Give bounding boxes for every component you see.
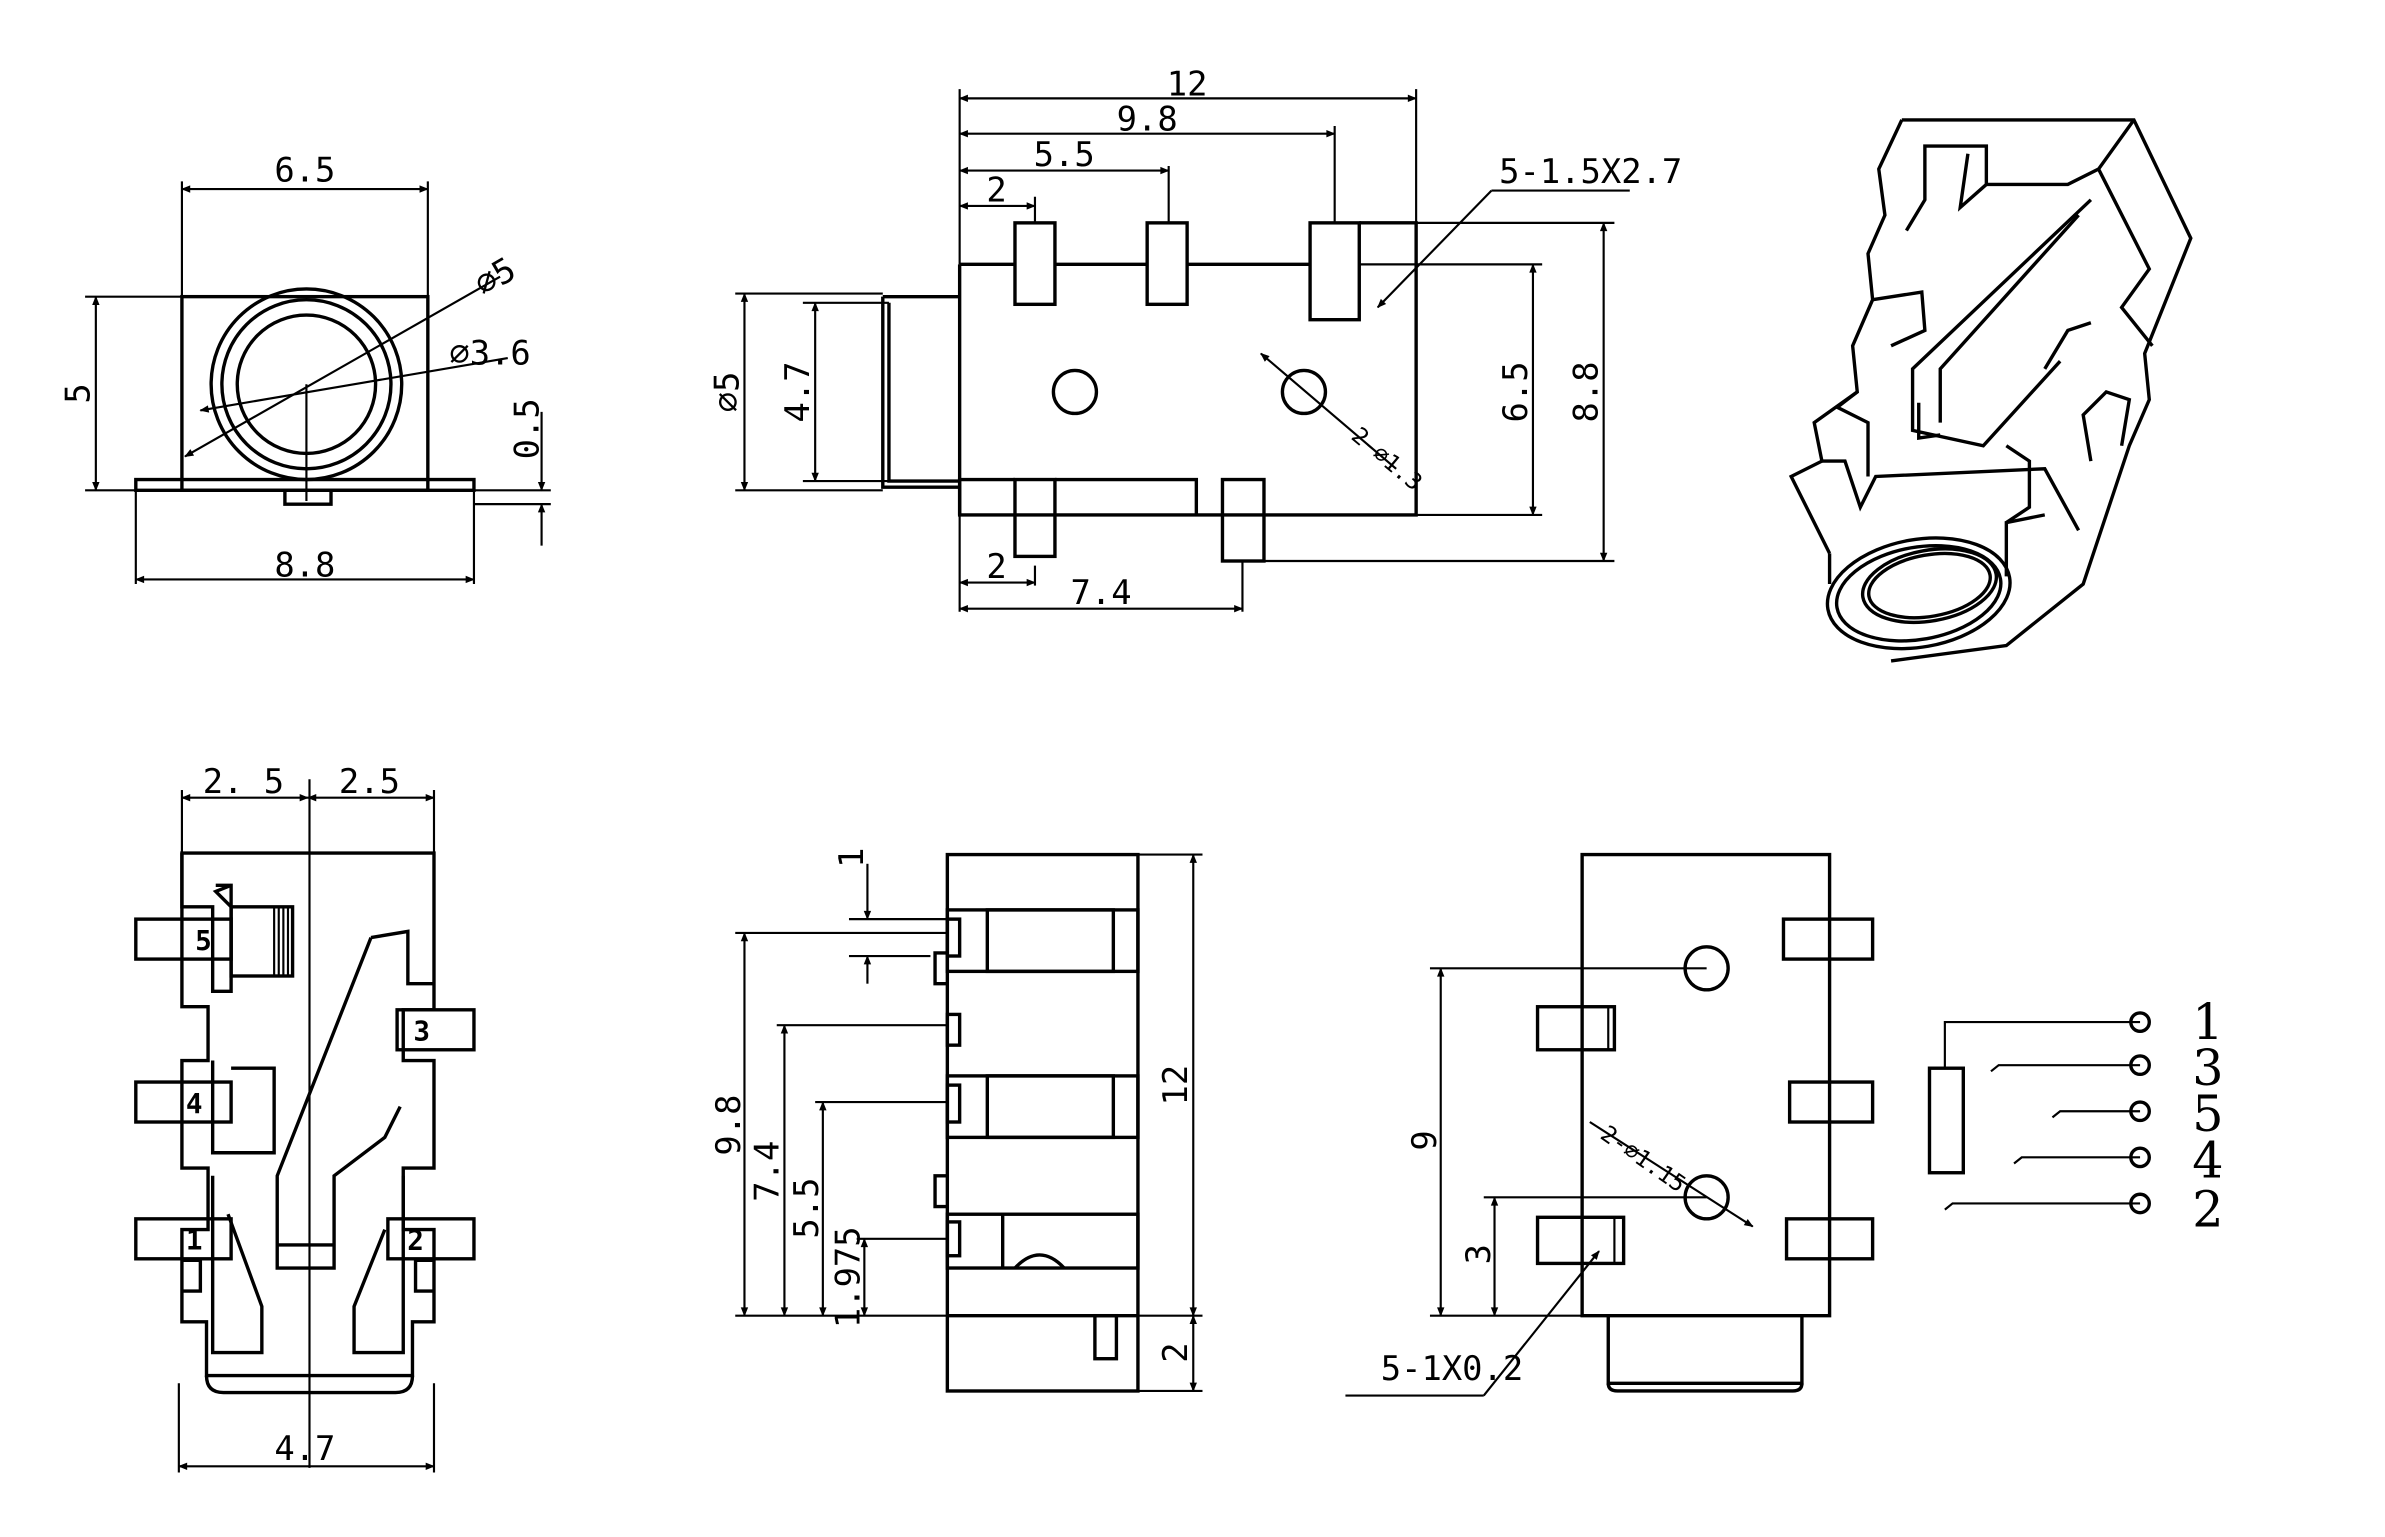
front-diameter-inner-label: ⌀3.6 <box>449 333 530 372</box>
top-body-diameter-label: ⌀5 <box>707 372 746 413</box>
bottom-half-right-label: 2.5 <box>339 762 400 801</box>
top-view: 12 9.8 5.5 2 5-1.5X2.7 ⌀5 4.7 6.5 8.8 2-… <box>707 64 1682 613</box>
top-body-height-label: 4.7 <box>778 361 817 422</box>
isometric-view <box>1788 118 2193 663</box>
schematic-label-3: 3 <box>2192 1039 2223 1097</box>
side-dim-98-label: 9.8 <box>709 1095 748 1156</box>
front-width-top-label: 6.5 <box>274 150 335 189</box>
schematic-label-4: 4 <box>2192 1131 2223 1189</box>
pin-label-3: 3 <box>413 1015 430 1048</box>
side-dim-1-label: 1 <box>832 847 871 867</box>
top-width-65-label: 6.5 <box>1496 361 1535 422</box>
side-dim-74-label: 7.4 <box>747 1141 786 1202</box>
pin-label-4: 4 <box>186 1087 203 1120</box>
pcb-pad-spec-label: 5-1X0.2 <box>1381 1349 1523 1388</box>
schematic-label-5: 5 <box>2192 1085 2223 1143</box>
pcb-view: 9 3 2-⌀1.15 5-1X0.2 <box>1345 852 1875 1397</box>
top-dist-55-label: 5.5 <box>1034 135 1095 174</box>
top-dist-2-top-label: 2 <box>986 170 1006 209</box>
schematic-label-2: 2 <box>2192 1181 2223 1239</box>
pcb-holes-label: 2-⌀1.15 <box>1596 1121 1690 1198</box>
pcb-dim-3-label: 3 <box>1459 1244 1498 1264</box>
top-dist-74-label: 7.4 <box>1071 573 1132 612</box>
top-width-88-label: 8.8 <box>1566 361 1605 422</box>
side-dim-2-label: 2 <box>1156 1342 1195 1362</box>
pin-label-5: 5 <box>195 924 212 957</box>
front-foot-height-label: 0.5 <box>508 398 547 459</box>
top-pin-spec-label: 5-1.5X2.7 <box>1499 152 1682 191</box>
bottom-half-left-label: 2. 5 <box>203 762 284 801</box>
top-dist-98-label: 9.8 <box>1117 100 1178 139</box>
side-dim-1975-label: 1.975 <box>829 1226 868 1328</box>
pin-label-1: 1 <box>186 1224 203 1257</box>
front-diameter-outer-label: ⌀5 <box>468 249 523 303</box>
front-width-base-label: 8.8 <box>274 545 335 584</box>
pcb-dim-9-label: 9 <box>1405 1130 1444 1150</box>
bottom-view: 2. 5 2.5 4.7 5 3 4 1 2 <box>134 762 476 1473</box>
top-dist-2-bottom-label: 2 <box>986 547 1006 586</box>
bottom-width-47-label: 4.7 <box>274 1429 335 1468</box>
front-height-label: 5 <box>59 383 98 403</box>
side-dim-12-label: 12 <box>1156 1065 1195 1106</box>
pin-label-2: 2 <box>407 1224 424 1257</box>
schematic-label-1: 1 <box>2192 993 2223 1051</box>
pin-schematic: 1 3 5 4 2 <box>1927 993 2224 1239</box>
side-dim-55-label: 5.5 <box>787 1178 826 1239</box>
top-length-total-label: 12 <box>1167 64 1208 103</box>
front-view: 6.5 5 ⌀5 ⌀3.6 0.5 8.8 <box>59 150 551 584</box>
side-view: 1 9.8 7.4 5.5 1.975 12 2 <box>709 847 1203 1393</box>
